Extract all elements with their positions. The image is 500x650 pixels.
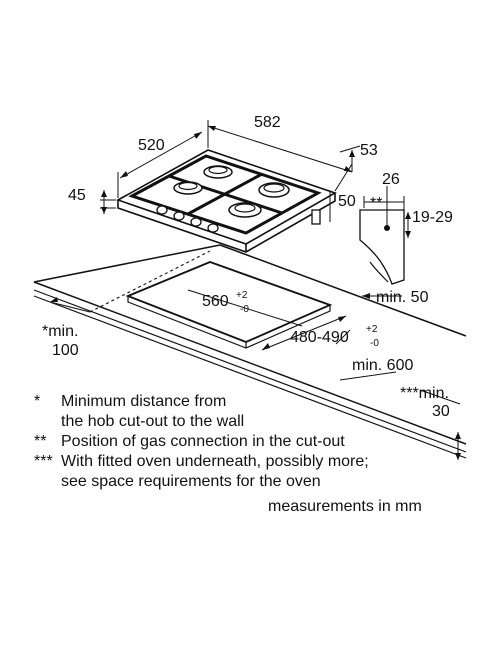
gas-marker: **: [370, 195, 382, 212]
footnote-mark: ***: [34, 453, 53, 470]
dim-53: 53: [360, 142, 378, 159]
dim-520: 520: [138, 137, 165, 154]
dim-min-30-value: 30: [432, 403, 450, 420]
dim-19-29: 19-29: [412, 209, 453, 226]
dim-582: 582: [254, 114, 281, 131]
dim-26: 26: [382, 171, 400, 188]
footnote-text: Minimum distance from the hob cut-out to…: [61, 393, 245, 430]
footnote-text: Position of gas connection in the cut-ou…: [61, 433, 345, 450]
footnote-text: With fitted oven underneath, possibly mo…: [61, 453, 369, 490]
worktop-drawing: [33, 244, 467, 459]
hob-dimension-arrows: [101, 126, 355, 214]
dim-480-490-tol-minus: -0: [370, 338, 379, 349]
dim-480-490: 480-490: [290, 329, 349, 346]
footnote-mark: **: [34, 433, 47, 450]
gas-connector-icon: [311, 209, 321, 225]
burner-icon: [173, 181, 203, 195]
dim-min-50: min. 50: [376, 289, 429, 306]
dim-480-490-tol-plus: +2: [366, 324, 378, 335]
footnote-mark: *: [34, 393, 41, 410]
dim-min-100-label: *min.: [42, 323, 78, 340]
control-knob-icon: [156, 205, 219, 233]
burner-icon: [203, 165, 233, 179]
gas-connection-detail: [359, 186, 411, 285]
dim-45: 45: [68, 187, 86, 204]
dim-min-30-label: ***min.: [400, 385, 449, 402]
hob-drawing: [116, 149, 337, 253]
dim-560-tol-plus: +2: [236, 290, 248, 301]
burner-icon: [258, 182, 290, 198]
footnotes: * Minimum distance from the hob cut-out …: [34, 392, 474, 492]
burner-icon: [228, 202, 262, 218]
dim-560-tol-minus: -0: [240, 304, 249, 315]
units-caption: measurements in mm: [268, 498, 422, 515]
dim-560: 560: [202, 293, 229, 310]
cutout-dimension-arrows: [50, 293, 461, 460]
footnote: ** Position of gas connection in the cut…: [34, 432, 474, 452]
dim-50: 50: [338, 193, 356, 210]
footnote: * Minimum distance from the hob cut-out …: [34, 392, 474, 432]
dim-min-100-value: 100: [52, 342, 79, 359]
footnote: *** With fitted oven underneath, possibl…: [34, 452, 474, 492]
dim-min-600: min. 600: [352, 357, 413, 374]
